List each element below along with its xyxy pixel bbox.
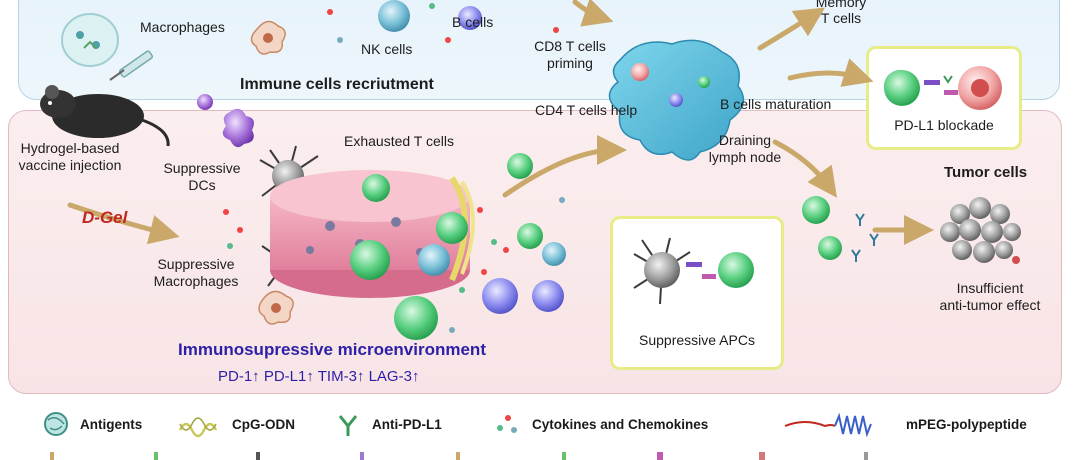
- antigents-icon: [44, 412, 68, 436]
- suppressive-apcs-label: Suppressive APCs: [639, 332, 755, 348]
- flow-arrow-tumor: [772, 139, 837, 198]
- anti-pdl1-antibodies: [851, 213, 879, 262]
- hydrogel-flask-icon: [61, 13, 119, 67]
- vaccine-injection-label: Hydrogel-based vaccine injection: [18, 140, 122, 173]
- flow-arrow-memory: [757, 7, 826, 51]
- immune-recruitment-title: Immune cells recriutment: [240, 76, 434, 93]
- legend-mpeg: mPEG-polypeptide: [906, 417, 1027, 432]
- b-maturation-label: B cells maturation: [720, 96, 832, 112]
- b-cell-floating-1: [482, 278, 518, 314]
- t-cell-tumor-1: [802, 196, 830, 224]
- syringe-icon: [109, 50, 154, 81]
- memory-t-cells-label: Memory T cells: [815, 0, 867, 26]
- t-cell-floating-1: [507, 153, 533, 179]
- exhausted-t-cell: [362, 174, 390, 202]
- nk-cell: [378, 0, 410, 32]
- pdl1-blockade-label: PD-L1 blockade: [894, 117, 994, 133]
- legend-cpg-odn: CpG-ODN: [232, 417, 295, 432]
- suppressive-macrophages-label: Suppressive Macrophages: [153, 256, 239, 289]
- b-cells-label: B cells: [452, 14, 494, 30]
- legend-second-row: [50, 452, 868, 460]
- flow-arrow-injection: [67, 202, 180, 245]
- tumor-cell-cluster: [940, 197, 1021, 264]
- anti-pdl1-icon: [338, 415, 358, 436]
- microenvironment-title: Immunosupressive microenvironment: [178, 340, 486, 359]
- cpg-odn-icon: [178, 417, 218, 438]
- tumor-microenvironment-panel: [8, 110, 1062, 394]
- macrophage-cell: [250, 20, 286, 55]
- cd4-help-label: CD4 T cells help: [535, 102, 638, 118]
- mpeg-polypeptide-icon: [784, 412, 872, 438]
- legend-anti-pdl1: Anti-PD-L1: [372, 417, 442, 432]
- cytokines-chemokines-icon: [497, 415, 517, 433]
- d-gel-label: D-Gel: [82, 208, 128, 227]
- flow-arrow-blockade: [787, 58, 874, 87]
- t-cell-floating-4: [394, 296, 438, 340]
- mouse-icon: [40, 85, 170, 147]
- suppressive-apc-illustration: [633, 237, 754, 305]
- suppressive-dcs-label: Suppressive DCs: [163, 160, 241, 193]
- nk-cells-label: NK cells: [361, 41, 413, 57]
- exhausted-t-cells-label: Exhausted T cells: [344, 133, 454, 149]
- pdl1-blockade-illustration: [884, 66, 1002, 110]
- legend-cytokines: Cytokines and Chemokines: [532, 417, 709, 432]
- b-cell: [458, 6, 482, 30]
- flow-arrow-node: [502, 135, 627, 198]
- b-cell-floating-2: [532, 280, 564, 312]
- flow-arrow-top: [572, 0, 614, 27]
- cytokine-dots: [223, 197, 565, 333]
- cd8-priming-label: CD8 T cells priming: [534, 38, 606, 71]
- nk-cell-floating: [542, 242, 566, 266]
- lymph-node: [608, 39, 745, 161]
- t-cell-floating-2: [436, 212, 468, 244]
- suppressive-dc-cell: [197, 94, 254, 148]
- insufficient-effect-label: Insufficient anti-tumor effect: [939, 280, 1041, 313]
- nk-cell-gel: [418, 244, 450, 276]
- draining-lymph-node-label: Draining lymph node: [708, 132, 782, 165]
- t-cell-tumor-2: [818, 236, 842, 260]
- suppressive-apcs-box: [610, 216, 784, 370]
- macrophage-cell-lower: [258, 290, 294, 325]
- t-cell-floating-3: [517, 223, 543, 249]
- t-cell-gel: [350, 240, 390, 280]
- macrophages-label: Macrophages: [140, 19, 225, 35]
- tumor-cells-label: Tumor cells: [944, 164, 1028, 181]
- legend-antigents: Antigents: [80, 417, 143, 432]
- checkpoint-markers: PD-1↑ PD-L1↑ TIM-3↑ LAG-3↑: [218, 368, 420, 385]
